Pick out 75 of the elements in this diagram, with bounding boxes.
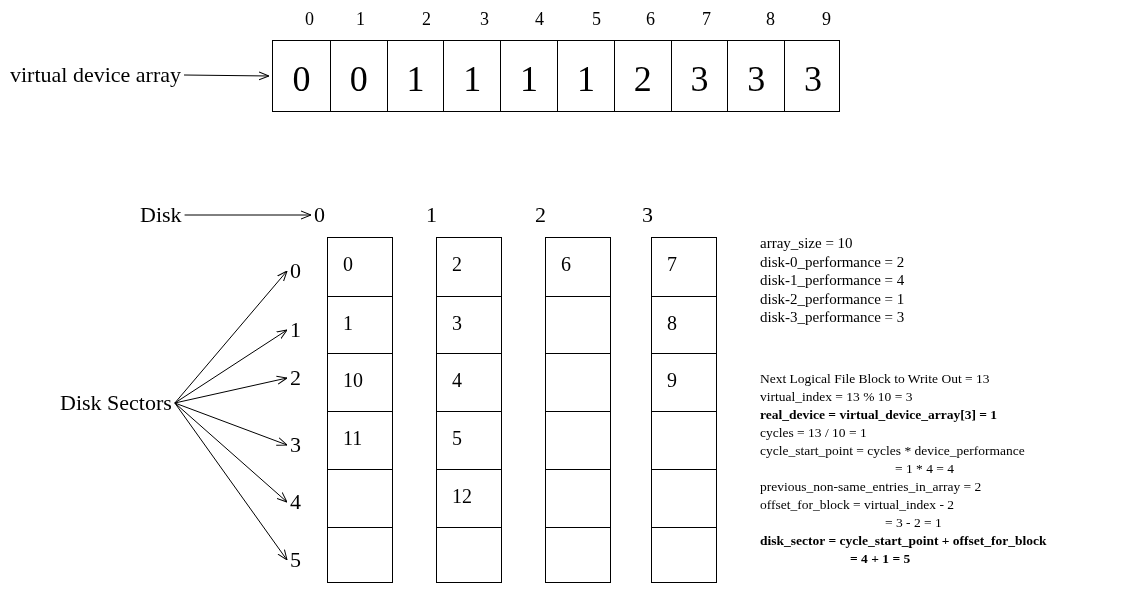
parameter-line: array_size = 10 [760,236,853,251]
sector-slot: 6 [546,238,610,296]
sector-number: 0 [290,260,301,282]
index-number: 8 [766,10,775,28]
index-number: 7 [702,10,711,28]
parameter-line: disk-2_performance = 1 [760,291,905,307]
disk-column [545,237,611,584]
array-slot: 3 [727,41,785,111]
sector-slot: 2 [437,238,501,296]
disk-column [436,237,502,584]
formula-line: real_device = virtual_device_array[3] = 1 [760,408,998,422]
arrow [174,402,288,503]
index-number: 5 [592,10,601,28]
parameter-line: disk-3_performance = 3 [760,310,905,325]
sector-slot: 8 [652,295,716,354]
parameter-line: disk-0_performance = 2 [760,254,905,270]
formula-line: = 4 + 1 = 5 [850,552,911,566]
formula-line: Next Logical File Block to Write Out = 13 [760,372,990,386]
array-slot: 0 [273,41,330,111]
array-slot: 1 [557,41,614,111]
formula-line: offset_for_block = virtual_index - 2 [760,498,955,512]
index-number: 4 [535,10,544,28]
array-slot: 2 [613,41,671,111]
sector-slot: 4 [437,353,501,412]
device-array [272,40,840,112]
disk-number: 0 [314,204,325,226]
arrow [174,375,288,404]
sector-slot: 0 [328,238,392,296]
disk-label: Disk [140,204,182,226]
arrow [174,402,288,561]
arrow [184,210,312,220]
sector-slot: 3 [437,295,501,354]
sector-slot: 5 [437,411,501,469]
sector-slot: 10 [328,353,392,412]
arrow [174,270,288,404]
sector-slot: 7 [652,238,716,296]
disk-number: 3 [642,204,653,226]
index-number: 6 [646,10,655,28]
arrow [174,402,288,446]
index-number: 9 [822,10,831,28]
arrow [183,71,270,81]
disk-column [651,237,717,584]
array-slot: 1 [500,41,557,111]
index-number: 0 [305,10,314,28]
sector-number: 4 [290,491,301,513]
parameter-line: disk-1_performance = 4 [760,273,905,288]
sector-number: 1 [290,319,301,341]
sector-number: 2 [290,367,301,389]
sector-number: 5 [290,549,301,571]
index-number: 2 [422,10,431,28]
array-slot: 3 [670,41,728,111]
formula-line: = 1 * 4 = 4 [895,462,955,476]
array-label: virtual device array [10,64,181,86]
array-slot: 3 [784,41,841,111]
sectors-label: Disk Sectors [60,392,172,414]
formula-line: cycle_start_point = cycles * device_performance [760,444,1025,458]
disk-number: 1 [426,204,437,226]
formula-line: cycles = 13 / 10 = 1 [760,426,867,440]
index-number: 3 [480,10,489,28]
array-slot: 1 [386,41,444,111]
array-slot: 1 [443,41,501,111]
index-number: 1 [356,10,365,28]
sector-slot: 9 [652,353,716,412]
sector-slot: 11 [328,411,392,469]
sector-slot: 1 [328,295,392,354]
sector-number: 3 [290,434,301,456]
sector-slot: 12 [437,468,501,527]
disk-number: 2 [535,204,546,226]
formula-line: = 3 - 2 = 1 [885,516,942,530]
arrow [174,329,288,404]
array-slot: 0 [329,41,387,111]
formula-line: disk_sector = cycle_start_point + offset_for_block [760,534,1047,548]
formula-line: previous_non-same_entries_in_array = 2 [760,480,982,494]
formula-line: virtual_index = 13 % 10 = 3 [760,390,913,404]
disk-column [327,237,393,584]
